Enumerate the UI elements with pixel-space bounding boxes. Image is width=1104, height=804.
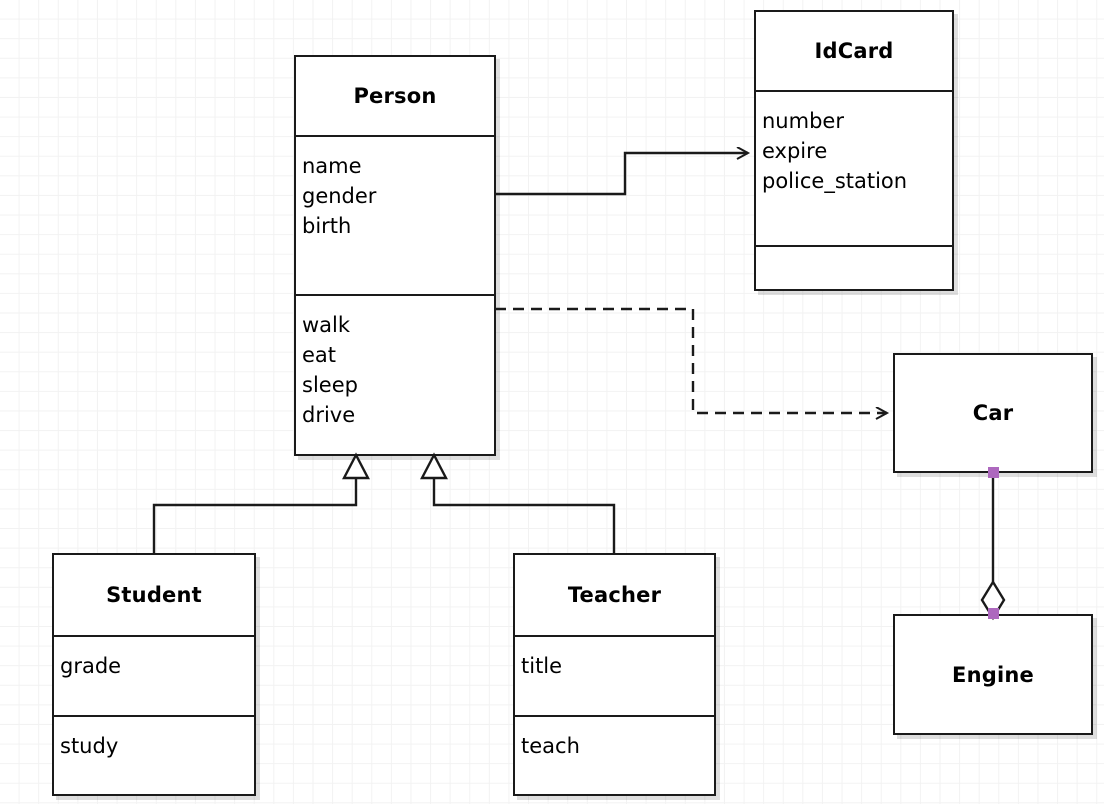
class-name-compartment-person: Person: [296, 57, 494, 135]
operations-compartment-student: study: [54, 715, 254, 794]
class-name-student: Student: [106, 583, 202, 607]
operation-row: study: [60, 734, 119, 758]
class-name-compartment-student: Student: [54, 555, 254, 635]
class-name-compartment-idcard: IdCard: [756, 12, 952, 90]
operations-compartment-idcard: [756, 245, 952, 289]
class-name-person: Person: [353, 84, 437, 108]
attributes-compartment-person: name gender birth: [296, 135, 494, 294]
attribute-row: birth: [302, 214, 352, 239]
generalization-triangle-teacher: [420, 452, 448, 480]
class-name-compartment-car: Car: [895, 355, 1091, 471]
operation-row: walk: [302, 313, 351, 337]
edge-person-car[interactable]: [495, 307, 887, 413]
class-box-student[interactable]: Student grade study: [52, 553, 256, 796]
operations-compartment-person: walk eat sleep drive: [296, 294, 494, 454]
class-name-teacher: Teacher: [567, 583, 662, 607]
operations-compartment-teacher: teach: [515, 715, 714, 794]
operation-row: drive: [302, 403, 356, 428]
attributes-compartment-student: grade: [54, 635, 254, 715]
edge-handle-engine-end[interactable]: [988, 608, 999, 619]
attributes-compartment-teacher: title: [515, 635, 714, 715]
class-box-engine[interactable]: Engine: [893, 614, 1093, 735]
class-box-idcard[interactable]: IdCard number expire police_station: [754, 10, 954, 291]
class-box-car[interactable]: Car: [893, 353, 1093, 473]
edge-teacher-person[interactable]: [420, 452, 616, 553]
class-name-compartment-engine: Engine: [895, 616, 1091, 733]
operation-row: teach: [521, 734, 580, 758]
attribute-row: grade: [60, 654, 122, 678]
attribute-row: name: [302, 154, 362, 178]
edge-person-idcard[interactable]: [495, 153, 748, 196]
operation-row: sleep: [302, 373, 358, 398]
class-name-car: Car: [972, 401, 1014, 425]
attribute-row: expire: [762, 139, 828, 164]
operation-row: eat: [302, 343, 337, 368]
class-name-compartment-teacher: Teacher: [515, 555, 714, 635]
edge-student-person[interactable]: [152, 452, 370, 553]
class-name-idcard: IdCard: [814, 39, 894, 63]
edge-handle-car-end[interactable]: [988, 467, 999, 478]
class-box-person[interactable]: Person name gender birth walk eat sleep …: [294, 55, 496, 456]
generalization-triangle-student: [342, 452, 370, 480]
attribute-row: gender: [302, 184, 377, 209]
attribute-row: title: [521, 654, 563, 678]
class-box-teacher[interactable]: Teacher title teach: [513, 553, 716, 796]
attributes-compartment-idcard: number expire police_station: [756, 90, 952, 245]
attribute-row: number: [762, 109, 844, 133]
attribute-row: police_station: [762, 169, 908, 194]
class-name-engine: Engine: [952, 662, 1034, 687]
edge-car-engine[interactable]: [980, 473, 1006, 621]
